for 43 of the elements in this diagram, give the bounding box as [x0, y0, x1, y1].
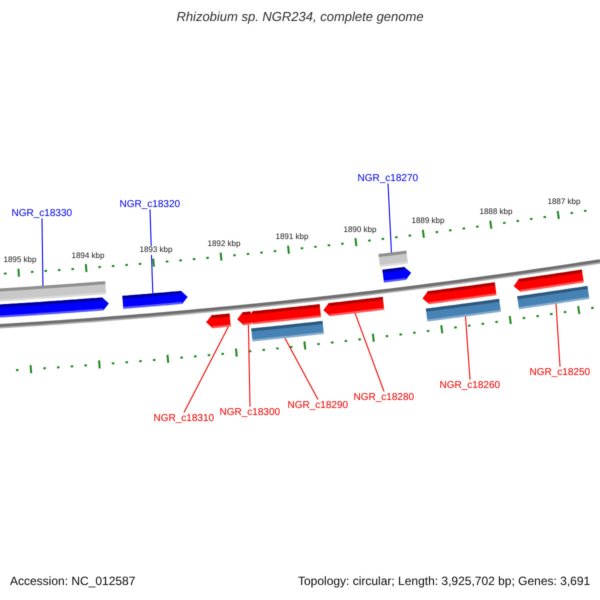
gene-label: NGR_c18270 [358, 172, 418, 184]
leader-line [388, 183, 392, 253]
gene-region [251, 320, 324, 342]
leader-line [150, 209, 154, 294]
footer-text: Accession: NC_012587 [10, 574, 136, 588]
gene-label: NGR_c18300 [220, 406, 280, 418]
gene-feature [382, 267, 412, 283]
title: Rhizobium sp. NGR234, complete genome [175, 10, 425, 24]
gene-label: NGR_c18250 [530, 366, 590, 378]
scale-label: 1889 kbp [412, 217, 444, 226]
gene-feature [247, 304, 322, 324]
scale-label: 1891 kbp [276, 233, 308, 242]
gene-label: NGR_c18260 [440, 380, 500, 390]
gene-feature [323, 296, 384, 316]
leader-line [184, 326, 229, 413]
scale-label: 1895 kbp [4, 256, 36, 266]
leader-line [42, 218, 44, 286]
gene-region [0, 281, 106, 302]
scale-label: 1890 kbp [344, 226, 376, 234]
gene-label: NGR_c18290 [288, 400, 348, 410]
leader-line [556, 303, 560, 367]
leader-line [284, 338, 318, 400]
gene-feature [206, 314, 231, 328]
leader-line [248, 324, 250, 407]
gene-label: NGR_c18310 [154, 412, 214, 424]
gene-label: NGR_c18280 [354, 392, 414, 402]
gene-region [517, 286, 590, 310]
scale-label: 1888 kbp [480, 208, 512, 218]
gene-feature [514, 270, 584, 292]
gene-region [378, 250, 408, 267]
leader-line [354, 312, 384, 392]
gene-label: NGR_c18330 [12, 208, 72, 218]
gene-feature [422, 282, 497, 304]
footer-text: Topology: circular; Length: 3,925,702 bp; Genes: 3,691 [298, 574, 590, 588]
gene-feature [0, 297, 109, 318]
gene-region [426, 298, 501, 322]
gene-feature [122, 290, 188, 309]
scale-label: 1894 kbp [72, 252, 104, 260]
scale-label: 1887 kbp [548, 198, 580, 208]
leader-line [465, 316, 470, 380]
scale-label: 1893 kbp [140, 246, 172, 255]
gene-label: NGR_c18320 [120, 198, 180, 210]
scale-label: 1892 kbp [208, 240, 240, 249]
